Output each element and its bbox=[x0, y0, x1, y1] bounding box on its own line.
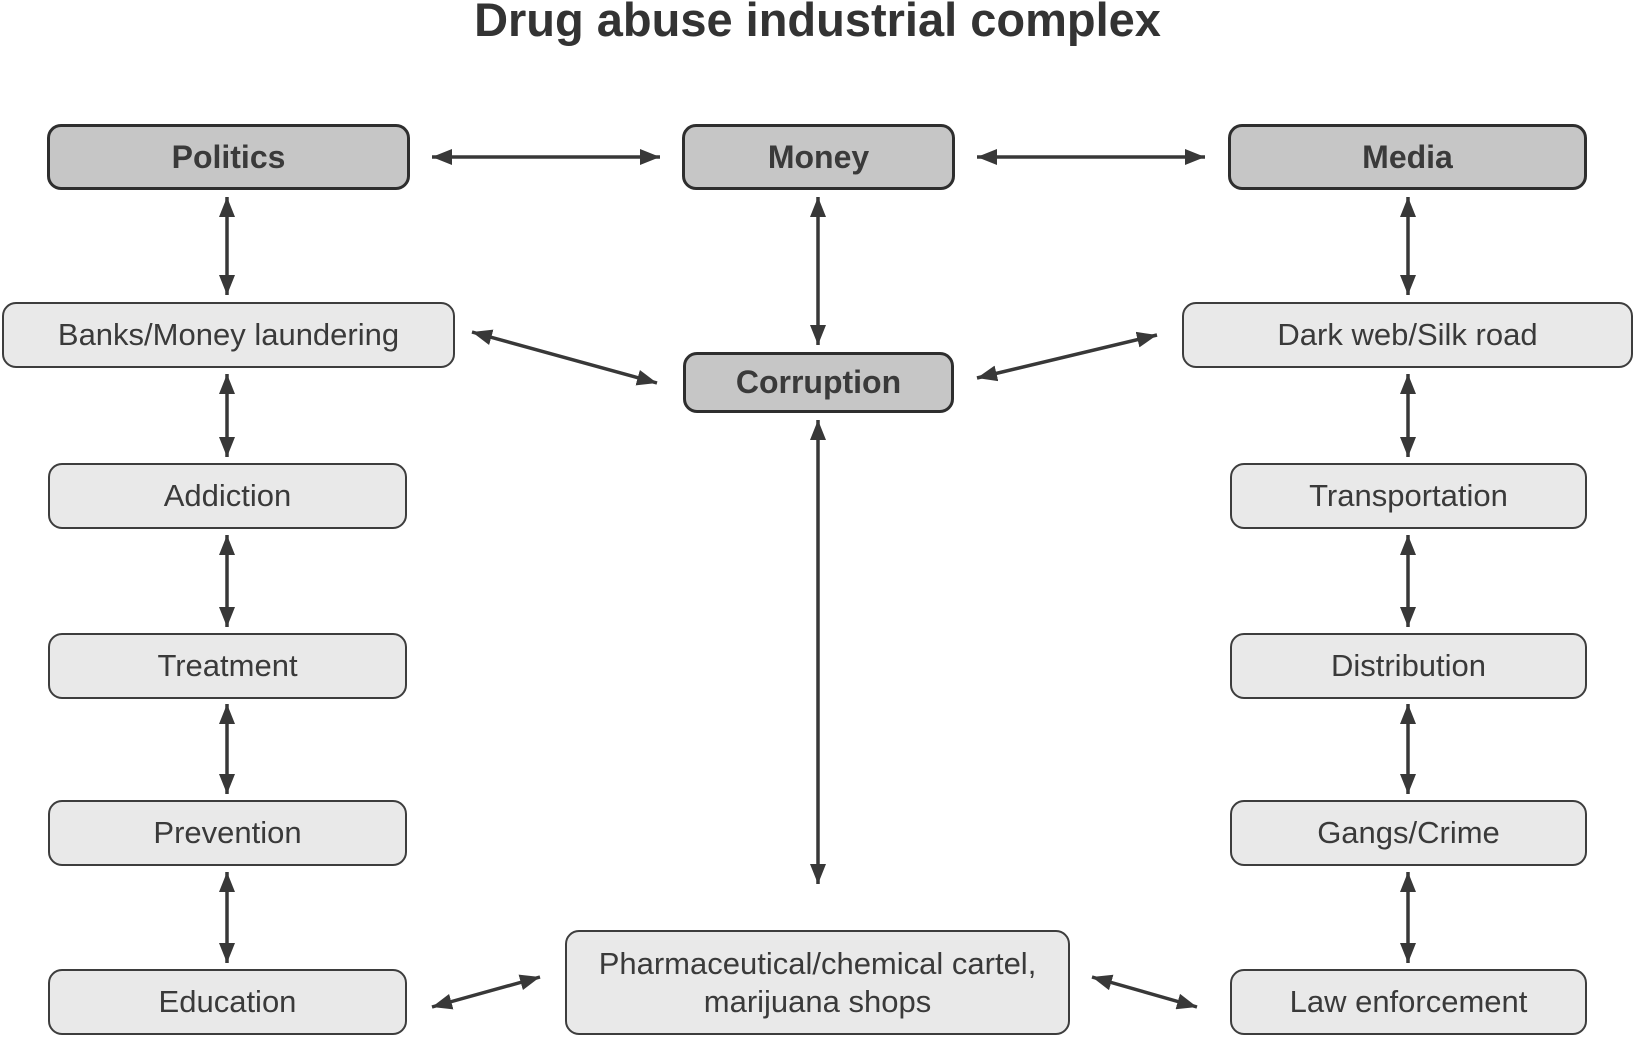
node-education: Education bbox=[48, 969, 407, 1035]
node-pharma-label: Pharmaceutical/chemical cartel, marijuan… bbox=[599, 945, 1037, 1021]
node-money-label: Money bbox=[767, 138, 870, 175]
node-prevention: Prevention bbox=[48, 800, 407, 866]
node-gangs-crime: Gangs/Crime bbox=[1230, 800, 1587, 866]
node-politics: Politics bbox=[47, 124, 410, 190]
node-darkweb-label: Dark web/Silk road bbox=[1277, 317, 1538, 352]
node-banks-label: Banks/Money laundering bbox=[57, 317, 400, 352]
node-addiction-label: Addiction bbox=[163, 478, 292, 513]
node-prevention-label: Prevention bbox=[153, 815, 302, 850]
node-treatment-label: Treatment bbox=[157, 648, 298, 683]
node-law-label: Law enforcement bbox=[1289, 984, 1528, 1019]
node-media: Media bbox=[1228, 124, 1587, 190]
edge-pharma-law bbox=[1091, 974, 1198, 1010]
node-addiction: Addiction bbox=[48, 463, 407, 529]
edge-corruption-darkweb bbox=[976, 331, 1158, 382]
edge-education-pharma bbox=[431, 974, 541, 1010]
node-distribution: Distribution bbox=[1230, 633, 1587, 699]
node-pharma-line2: marijuana shops bbox=[703, 983, 932, 1019]
edge-banks-corruption bbox=[471, 329, 658, 386]
node-media-label: Media bbox=[1362, 138, 1453, 175]
node-law-enforcement: Law enforcement bbox=[1230, 969, 1587, 1035]
node-distribution-label: Distribution bbox=[1330, 648, 1487, 683]
node-education-label: Education bbox=[158, 984, 297, 1019]
node-money: Money bbox=[682, 124, 955, 190]
node-transportation: Transportation bbox=[1230, 463, 1587, 529]
node-corruption-label: Corruption bbox=[735, 364, 902, 400]
node-transportation-label: Transportation bbox=[1309, 478, 1508, 513]
node-banks-money-laundering: Banks/Money laundering bbox=[2, 302, 455, 368]
diagram-title: Drug abuse industrial complex bbox=[474, 0, 1161, 46]
node-corruption: Corruption bbox=[683, 352, 954, 413]
node-treatment: Treatment bbox=[48, 633, 407, 699]
node-gangs-label: Gangs/Crime bbox=[1317, 815, 1500, 850]
node-politics-label: Politics bbox=[171, 138, 286, 175]
node-pharmaceutical-cartel: Pharmaceutical/chemical cartel, marijuan… bbox=[565, 930, 1070, 1035]
node-dark-web-silk-road: Dark web/Silk road bbox=[1182, 302, 1633, 368]
node-pharma-line1: Pharmaceutical/chemical cartel, bbox=[598, 945, 1037, 981]
